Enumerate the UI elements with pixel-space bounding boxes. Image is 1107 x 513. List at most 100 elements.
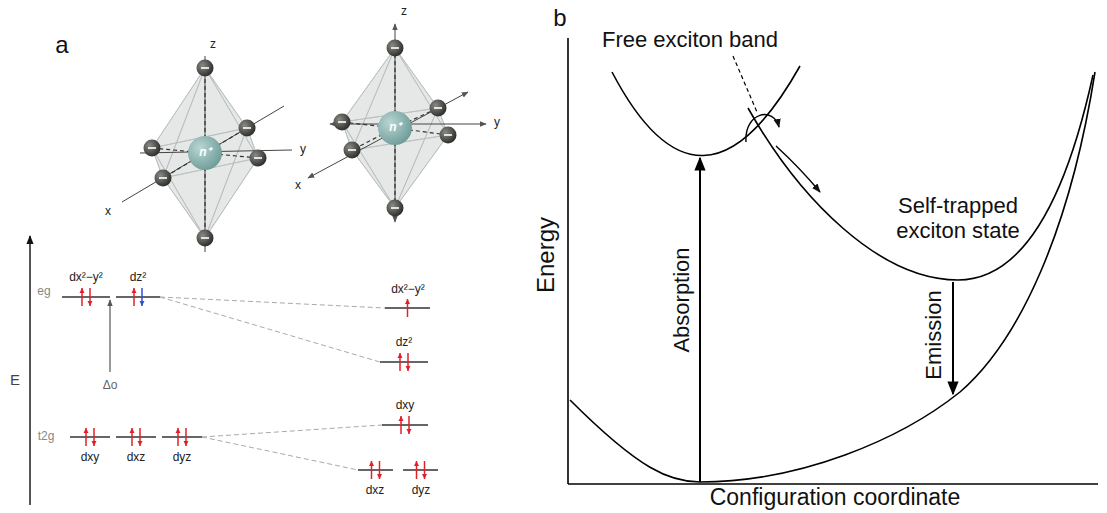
orbital-level [380, 361, 428, 363]
correlation-line [202, 425, 382, 437]
orbital-label: dz² [396, 336, 413, 350]
orbital-label: dyz [173, 451, 192, 465]
ligand-atom [387, 40, 404, 57]
axis-title: Energy [532, 217, 560, 293]
arrow-label: Absorption [669, 247, 694, 352]
spin-head [414, 461, 419, 466]
metal-ion [378, 111, 412, 145]
panel-letter: b [553, 4, 566, 32]
ligand-atom [250, 150, 267, 167]
orbital-level [403, 469, 438, 471]
correlation-line [202, 437, 358, 470]
orbital-label: dxz [127, 451, 146, 465]
correlation-line [160, 297, 385, 308]
axis-title: Configuration coordinate [710, 484, 961, 510]
orbital-level [62, 296, 110, 298]
free-exciton-curve [612, 66, 800, 156]
spin-head [130, 428, 135, 433]
set-label: eg [37, 285, 50, 299]
splitting-arrow [109, 300, 110, 372]
minus-sign [201, 67, 209, 69]
absorption-arrow [699, 158, 701, 482]
orbital-level [358, 469, 393, 471]
octahedron [308, 24, 486, 222]
minus-sign [391, 207, 399, 209]
octahedra [122, 24, 486, 252]
axis-line [308, 92, 468, 178]
ligand-atom [144, 140, 161, 157]
orbital-level [116, 296, 160, 298]
ground-curve [570, 72, 1095, 482]
energy-axis [29, 236, 31, 505]
panel-letter: a [55, 31, 68, 59]
minus-sign [254, 157, 262, 159]
axis-label: z [401, 5, 407, 19]
arrow-label: Emission [921, 290, 946, 379]
spin-head [138, 441, 143, 446]
spin-head [398, 353, 403, 358]
spin-head [140, 301, 145, 306]
spin-head [406, 366, 411, 371]
ligand-atom [440, 127, 457, 144]
self-trapped-curve [748, 75, 1093, 280]
spin-head [377, 474, 382, 479]
ligand-atom [197, 230, 214, 247]
minus-sign [148, 147, 156, 149]
ligand-atom [155, 170, 172, 187]
minus-sign [434, 107, 442, 109]
energy-label: E [10, 371, 20, 388]
spin-head [88, 301, 93, 306]
configuration-diagram [568, 38, 1098, 484]
axis-label: z [210, 38, 216, 52]
metal-ion [188, 136, 222, 170]
axis-line [567, 38, 569, 484]
spin-head [184, 441, 189, 446]
orbital-label: dx²−y² [391, 283, 425, 297]
correlation-line [160, 297, 380, 362]
axis-label: x [105, 205, 111, 219]
axis-line [122, 106, 284, 202]
spin-head [92, 441, 97, 446]
spin-head [369, 461, 374, 466]
transfer-arrow [746, 115, 779, 142]
spin-head [84, 428, 89, 433]
orbital-level [70, 436, 110, 438]
minus-sign [444, 134, 452, 136]
axis-label: y [300, 143, 306, 157]
orbital-label: dxz [366, 484, 385, 498]
spin-head [422, 474, 427, 479]
spin-head [132, 288, 137, 293]
pointer-line [733, 56, 757, 112]
ligand-atom [334, 114, 351, 131]
orbital-level [116, 436, 156, 438]
curve-label: Self-trapped exciton state [888, 193, 1028, 244]
octahedron [122, 56, 292, 252]
ligand-atom [344, 142, 361, 159]
ligand-atom [430, 100, 447, 117]
spin-head [176, 428, 181, 433]
minus-sign [391, 47, 399, 49]
ion-label: n⁺ [389, 121, 400, 135]
emission-arrow [952, 282, 954, 394]
relax-arrow [776, 146, 820, 192]
axis-label: y [494, 116, 500, 130]
minus-sign [338, 121, 346, 123]
minus-sign [348, 149, 356, 151]
ion-label: n⁺ [199, 146, 210, 160]
spin-head [399, 416, 404, 421]
spin-head [407, 429, 412, 434]
minus-sign [159, 177, 167, 179]
ligand-atom [239, 120, 256, 137]
spin-head [405, 299, 410, 304]
orbital-level [162, 436, 202, 438]
orbital-label: dyz [412, 484, 431, 498]
ligand-atom [387, 200, 404, 217]
orbital-label: dxy [81, 451, 100, 465]
orbital-label: dz² [130, 271, 147, 285]
curve-label: Free exciton band [602, 27, 778, 52]
orbital-level [382, 424, 428, 426]
spin-head [80, 288, 85, 293]
set-label: t2g [38, 430, 55, 444]
orbital-label: dx²−y² [69, 271, 103, 285]
